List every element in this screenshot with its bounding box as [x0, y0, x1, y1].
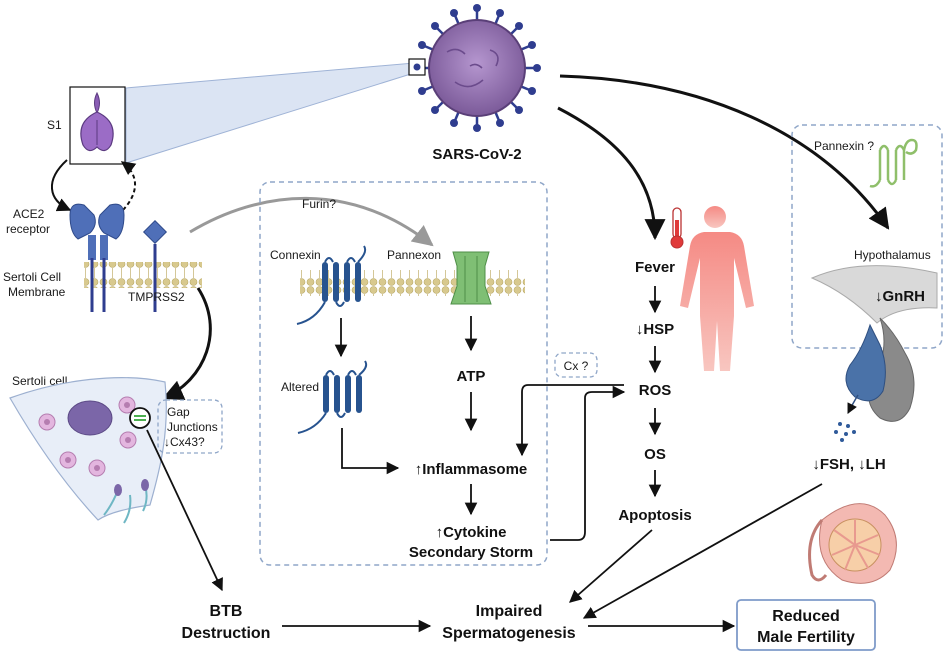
cytokine-label-line2: Secondary Storm	[409, 544, 533, 561]
sertoli-membrane	[84, 262, 202, 288]
connexin-label: Connexin	[270, 248, 321, 262]
ace2-label-line2: receptor	[6, 222, 50, 236]
btb-label-line1: BTB	[210, 603, 243, 620]
hypothalamus-label: Hypothalamus	[854, 248, 931, 262]
pituitary-release-arrow	[847, 394, 859, 414]
pannexon-label: Pannexon	[387, 248, 441, 262]
impaired-label-line1: Impaired	[476, 603, 543, 620]
altered-to-inflammasome-arrow	[341, 428, 400, 475]
cytokine-label-line1: ↑Cytokine	[436, 524, 507, 541]
ros-label: ROS	[639, 382, 672, 399]
pannexin-icon	[869, 138, 918, 188]
impaired-label-line2: Spermatogenesis	[442, 625, 575, 642]
btb-label-line2: Destruction	[182, 625, 271, 642]
membrane-to-sertoli-arrow	[162, 287, 212, 400]
tmprss2-label: TMPRSS2	[128, 290, 185, 304]
binding-arrow	[50, 159, 72, 212]
gnrh-label: ↓GnRH	[875, 288, 925, 305]
cx-box	[554, 352, 598, 378]
tmprss2-protein	[142, 219, 168, 312]
s1-label: S1	[47, 118, 62, 132]
virus-particle	[408, 4, 541, 132]
hsp-label: ↓HSP	[636, 321, 674, 338]
sertoli-cell-illustration	[9, 377, 167, 524]
gap-label-line1: Gap	[167, 405, 190, 419]
inflammasome-label: ↑Inflammasome	[415, 461, 528, 478]
ros-to-inflammasome-arrow	[515, 384, 624, 457]
reduced-label-line2: Male Fertility	[757, 629, 855, 646]
sertoli-to-btb-arrow	[146, 429, 223, 592]
atp-label: ATP	[457, 368, 486, 385]
zoom-wedge	[125, 62, 415, 164]
connexin-pannexin-box	[259, 181, 548, 566]
virus-label: SARS-CoV-2	[432, 146, 521, 163]
virus-to-hypothalamus-arrow	[559, 74, 890, 230]
cytokine-to-ros-arrow	[550, 385, 626, 541]
thermometer-icon	[670, 207, 684, 249]
hormone-dots	[834, 422, 856, 442]
furin-arrow	[189, 196, 434, 247]
membrane-label-line2: Membrane	[8, 285, 66, 299]
fever-label: Fever	[635, 259, 675, 276]
ace2-receptor	[69, 203, 125, 312]
sertoli-cell-label: Sertoli cell	[12, 374, 67, 388]
pannexon-channel	[450, 251, 492, 305]
fsh-to-impaired-arrow	[582, 483, 823, 619]
connexin-channel	[296, 245, 367, 325]
pituitary-illustration	[810, 265, 938, 422]
cx-label: Cx ?	[564, 359, 589, 373]
apoptosis-to-impaired-arrow	[569, 529, 653, 603]
gap-label-line2: Junctions	[167, 420, 218, 434]
os-label: OS	[644, 446, 666, 463]
reduced-label-line1: Reduced	[772, 608, 840, 625]
virus-to-fever-arrow	[557, 106, 666, 241]
membrane-label-line1: Sertoli Cell	[3, 270, 61, 284]
ace2-label-line1: ACE2	[13, 207, 45, 221]
reduced-fertility-box	[736, 599, 876, 651]
gap-label-line3: ↓Cx43?	[164, 435, 205, 449]
altered-connexin	[297, 360, 368, 434]
pannexin-label: Pannexin ?	[814, 139, 874, 153]
s1-zoom-box	[69, 86, 126, 165]
apoptosis-label: Apoptosis	[618, 507, 691, 524]
hypothalamus-box	[791, 124, 943, 349]
gap-junction-box	[157, 399, 223, 454]
fsh-lh-label: ↓FSH, ↓LH	[812, 456, 885, 473]
altered-label: Altered	[281, 380, 319, 394]
furin-label: Furin?	[302, 197, 336, 211]
testis-illustration	[808, 503, 897, 584]
human-figure-icon	[680, 206, 754, 371]
